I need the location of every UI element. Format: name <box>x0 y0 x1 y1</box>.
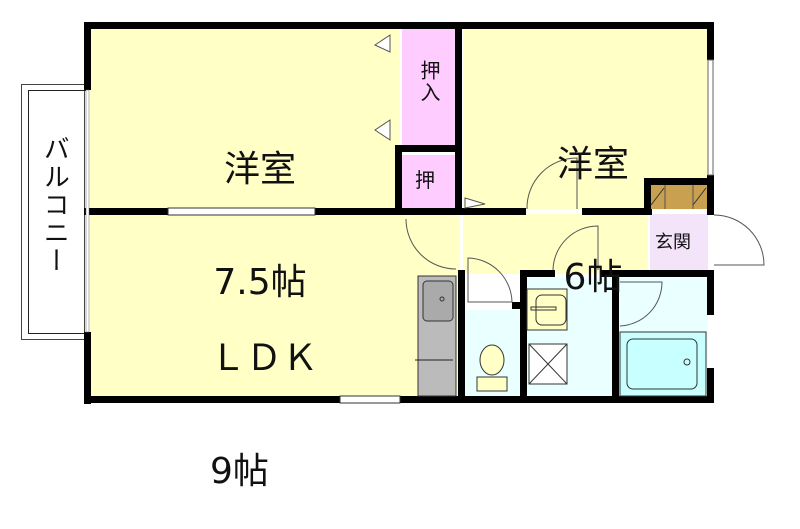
closet-small-area <box>402 155 458 210</box>
western-room-1-label: 洋室 7.5帖 <box>200 75 320 340</box>
balcony-label: バルコニー <box>39 135 70 275</box>
room-name: 洋室 <box>556 143 629 185</box>
room-size: 6帖 <box>563 256 623 298</box>
western-room-1-area <box>90 28 400 210</box>
closet-large-area <box>402 28 458 148</box>
room-name: 洋室 <box>223 148 296 190</box>
room-size: 9帖 <box>210 450 269 492</box>
hallway-area <box>463 214 648 274</box>
room-size: 7.5帖 <box>213 261 307 303</box>
entrance-label: 玄関 <box>655 232 691 253</box>
ldk-label: ＬＤＫ 9帖 <box>210 264 330 529</box>
room-name: ＬＤＫ <box>210 337 319 379</box>
closet-small-label: 押 <box>415 168 435 192</box>
entrance-area <box>650 214 708 270</box>
closet-large-label: 押入 <box>417 60 441 104</box>
floor-plan-lines <box>84 22 765 404</box>
western-room-2-label: 洋室 6帖 <box>548 70 638 335</box>
balcony-inner <box>28 90 86 334</box>
ldk-area <box>90 214 460 396</box>
